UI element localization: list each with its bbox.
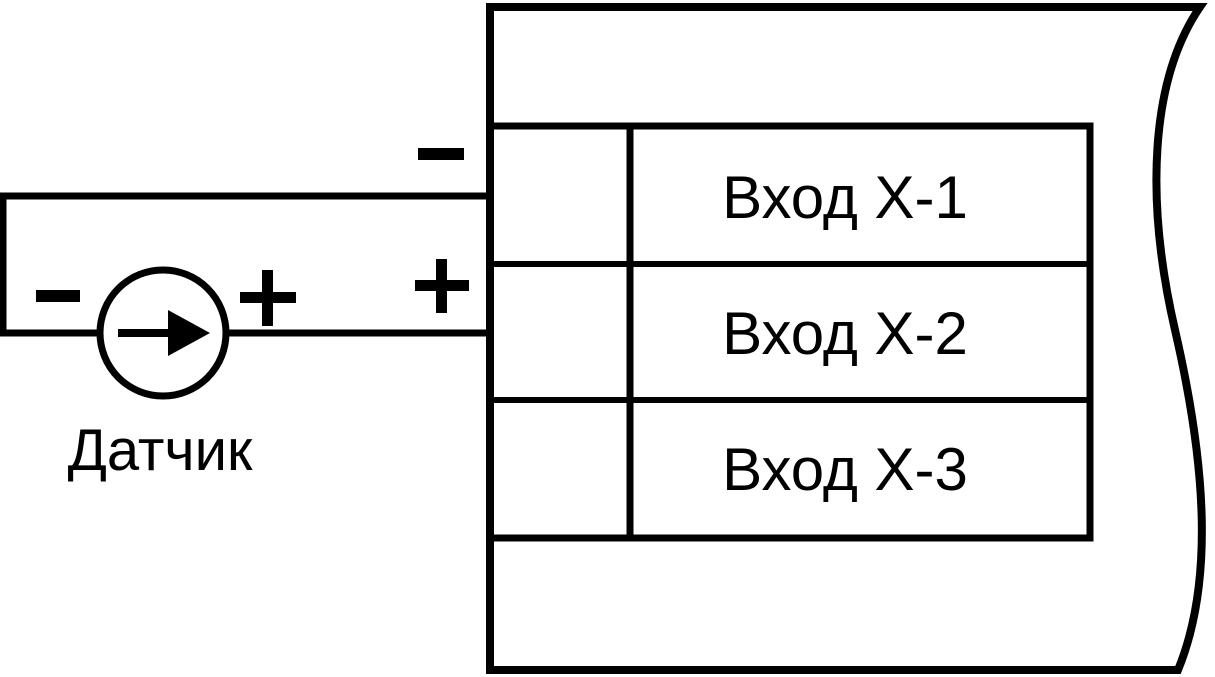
device-housing: [486, 3, 1208, 674]
terminal-plus-sign: [415, 259, 469, 313]
sensor-wire: [0, 192, 490, 337]
input-label-x3: Вход Х-3: [722, 436, 968, 503]
sensor-plus-sign: [240, 270, 296, 326]
sensor-label: Датчик: [68, 418, 253, 483]
input-label-x2: Вход Х-2: [722, 300, 968, 367]
terminal-minus-sign: [418, 148, 464, 160]
input-label-x1: Вход Х-1: [722, 164, 968, 231]
arrow-right-icon: [118, 310, 210, 356]
sensor-minus-sign: [36, 290, 80, 302]
